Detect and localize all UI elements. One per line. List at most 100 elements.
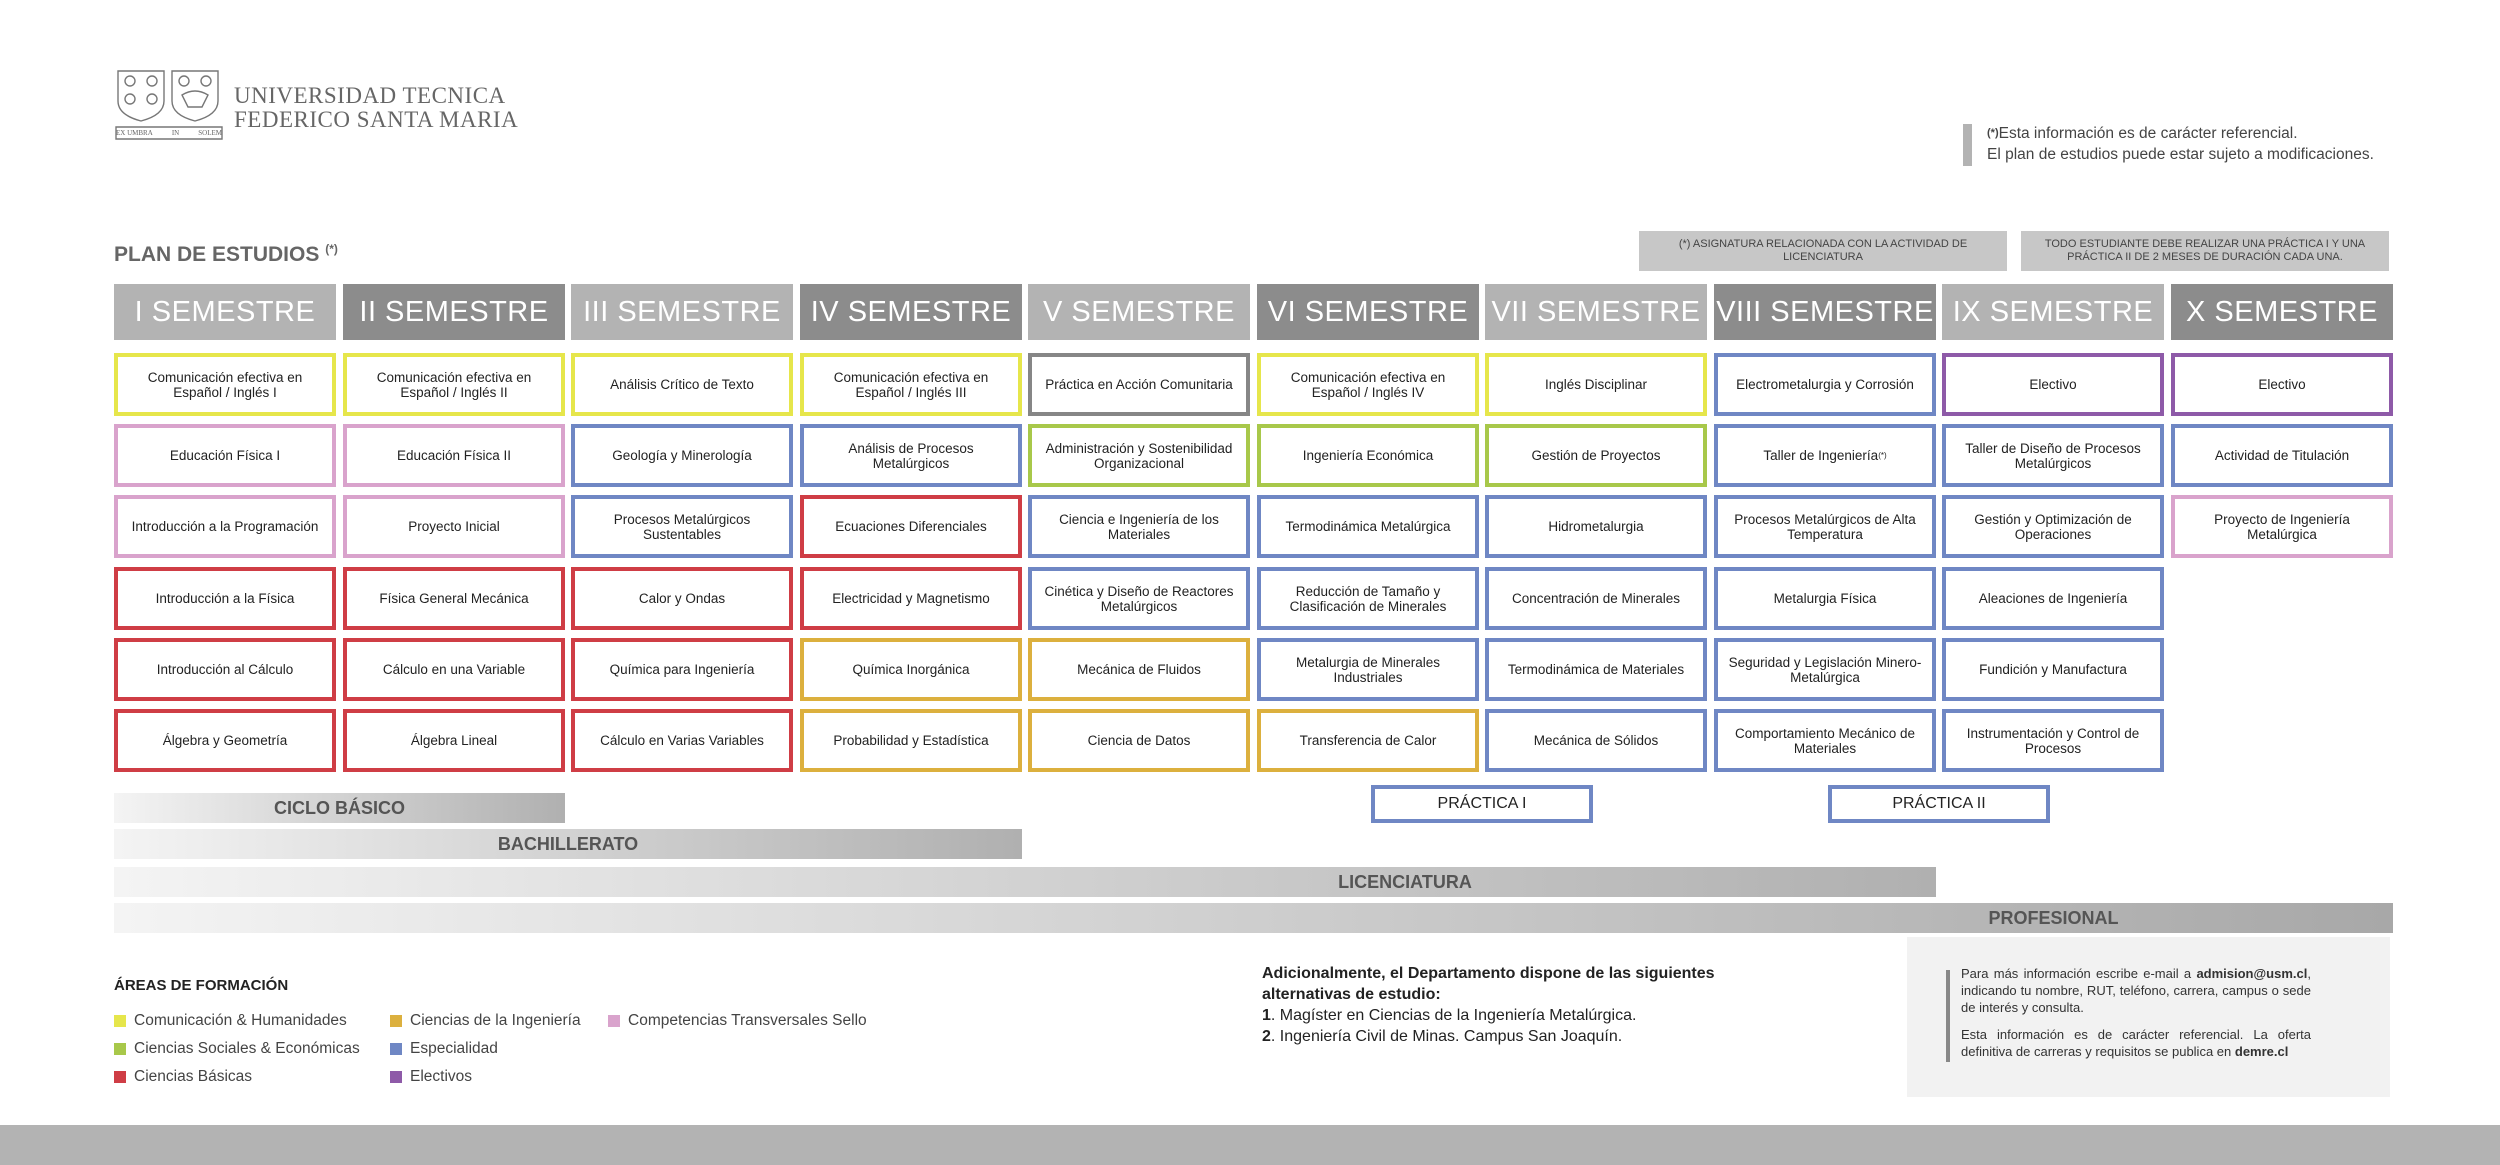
course-name: Fundición y Manufactura (1979, 662, 2127, 677)
course-name: Análisis Crítico de Texto (610, 377, 754, 392)
course-name: Química para Ingeniería (609, 662, 755, 677)
course-s8-4: Metalurgia Física (1714, 567, 1936, 630)
semester-header-8: VIII SEMESTRE (1714, 284, 1936, 340)
course-s4-5: Química Inorgánica (800, 638, 1022, 701)
semester-header-9: IX SEMESTRE (1942, 284, 2164, 340)
course-s4-3: Ecuaciones Diferenciales (800, 495, 1022, 558)
course-name: Transferencia de Calor (1299, 733, 1437, 748)
usm-logo (115, 70, 223, 140)
course-name: Termodinámica Metalúrgica (1285, 519, 1451, 534)
contact-paragraph-1: Para más información escribe e-mail a ad… (1961, 965, 2311, 1016)
contact-email-link[interactable]: admision@usm.cl (2196, 966, 2308, 981)
course-name: Metalurgia de Minerales Industriales (1295, 654, 1441, 685)
plan-title-mark: (*) (325, 242, 338, 256)
course-s9-1: Electivo (1942, 353, 2164, 416)
course-name: Procesos Metalúrgicos de Alta Temperatur… (1734, 511, 1916, 542)
course-name: Administración y Sostenibilidad Organiza… (1045, 440, 1233, 471)
additional-heading: Adicionalmente, el Departamento dispone … (1262, 965, 1715, 1003)
additional-alternatives: Adicionalmente, el Departamento dispone … (1262, 963, 1782, 1047)
course-name: Taller de Ingeniería (1763, 448, 1879, 463)
semester-header-10: X SEMESTRE (2171, 284, 2393, 340)
course-s5-4: Cinética y Diseño de Reactores Metalúrgi… (1028, 567, 1250, 630)
course-name: Proyecto de Ingeniería Metalúrgica (2214, 511, 2350, 542)
course-s7-6: Mecánica de Sólidos (1485, 709, 1707, 772)
university-line2: FEDERICO SANTA MARIA (234, 107, 519, 132)
course-name: Inglés Disciplinar (1544, 377, 1648, 392)
course-name: Química Inorgánica (852, 662, 970, 677)
course-name: Instrumentación y Control de Procesos (1966, 725, 2140, 756)
course-name: Electivo (2258, 377, 2306, 392)
semester-header-2: II SEMESTRE (343, 284, 565, 340)
course-s6-6: Transferencia de Calor (1257, 709, 1479, 772)
course-s8-6: Comportamiento Mecánico de Materiales (1714, 709, 1936, 772)
course-name: Cálculo en Varias Variables (600, 733, 764, 748)
course-s9-4: Aleaciones de Ingeniería (1942, 567, 2164, 630)
legend-swatch (114, 1071, 126, 1083)
semester-header-7: VII SEMESTRE (1485, 284, 1707, 340)
course-name: Ciencia de Datos (1087, 733, 1191, 748)
course-s4-2: Análisis de Procesos Metalúrgicos (800, 424, 1022, 487)
additional-item-1-text: Magíster en Ciencias de la Ingeniería Me… (1279, 1007, 1637, 1024)
demre-link[interactable]: demre.cl (2234, 1044, 2289, 1059)
course-name: Educación Física I (169, 448, 281, 463)
course-s5-3: Ciencia e Ingeniería de los Materiales (1028, 495, 1250, 558)
course-name: Reducción de Tamaño y Clasificación de M… (1289, 583, 1447, 614)
course-name: Análisis de Procesos Metalúrgicos (848, 440, 974, 471)
course-name: Álgebra y Geometría (162, 733, 288, 748)
course-s2-4: Física General Mecánica (343, 567, 565, 630)
stage-bachillerato-label: BACHILLERATO (497, 833, 639, 854)
course-name: Proyecto Inicial (408, 519, 500, 534)
course-s1-6: Álgebra y Geometría (114, 709, 336, 772)
course-name: Gestión y Optimización de Operaciones (1974, 511, 2132, 542)
course-name: Cálculo en una Variable (382, 662, 526, 677)
course-s6-4: Reducción de Tamaño y Clasificación de M… (1257, 567, 1479, 630)
course-s9-2: Taller de Diseño de Procesos Metalúrgico… (1942, 424, 2164, 487)
course-s3-3: Procesos Metalúrgicos Sustentables (571, 495, 793, 558)
course-s5-5: Mecánica de Fluidos (1028, 638, 1250, 701)
course-name: Actividad de Titulación (2214, 448, 2350, 463)
course-name: Geología y Minerología (612, 448, 752, 463)
course-s4-6: Probabilidad y Estadística (800, 709, 1022, 772)
motto-left: EX UMBRA (116, 129, 153, 137)
course-name: Electivo (2029, 377, 2077, 392)
course-s1-2: Educación Física I (114, 424, 336, 487)
areas-title: ÁREAS DE FORMACIÓN (114, 977, 289, 994)
course-name: Electrometalurgia y Corrosión (1736, 377, 1914, 392)
course-name: Comunicación efectiva en Español / Inglé… (147, 369, 303, 400)
course-s6-5: Metalurgia de Minerales Industriales (1257, 638, 1479, 701)
course-s8-5: Seguridad y Legislación Minero-Metalúrgi… (1714, 638, 1936, 701)
legend-label: Ciencias de la Ingeniería (410, 1012, 581, 1029)
legend-label: Competencias Transversales Sello (628, 1012, 867, 1029)
course-name: Mecánica de Sólidos (1533, 733, 1659, 748)
course-name: Mecánica de Fluidos (1077, 662, 1201, 677)
course-s8-3: Procesos Metalúrgicos de Alta Temperatur… (1714, 495, 1936, 558)
contact-text: Para más información escribe e-mail a ad… (1961, 965, 2311, 1060)
course-s5-1: Práctica en Acción Comunitaria (1028, 353, 1250, 416)
stage-profesional: PROFESIONAL (114, 903, 2393, 933)
additional-item-2-num: 2 (1262, 1028, 1271, 1045)
course-name: Probabilidad y Estadística (833, 733, 989, 748)
course-name: Cinética y Diseño de Reactores Metalúrgi… (1044, 583, 1234, 614)
additional-item-2-text: Ingeniería Civil de Minas. Campus San Jo… (1279, 1028, 1623, 1045)
course-name: Ingeniería Económica (1302, 448, 1434, 463)
legend-label: Electivos (410, 1068, 473, 1085)
course-name: Física General Mecánica (379, 591, 529, 606)
course-s10-1: Electivo (2171, 353, 2393, 416)
stage-profesional-label: PROFESIONAL (1988, 907, 2119, 928)
course-s1-5: Introducción al Cálculo (114, 638, 336, 701)
course-s10-3: Proyecto de Ingeniería Metalúrgica (2171, 495, 2393, 558)
disclaimer-line1: Esta información es de carácter referenc… (1998, 125, 2298, 142)
course-s3-5: Química para Ingeniería (571, 638, 793, 701)
logo-motto: EX UMBRA IN SOLEM (116, 129, 222, 137)
legend-label: Ciencias Básicas (134, 1068, 253, 1085)
course-s6-2: Ingeniería Económica (1257, 424, 1479, 487)
contact-box (1907, 937, 2390, 1097)
course-s5-2: Administración y Sostenibilidad Organiza… (1028, 424, 1250, 487)
stage-licenciatura: LICENCIATURA (114, 867, 1936, 897)
course-s7-5: Termodinámica de Materiales (1485, 638, 1707, 701)
course-s9-5: Fundición y Manufactura (1942, 638, 2164, 701)
legend-item: Especialidad (390, 1040, 498, 1058)
disclaimer: (*)Esta información es de carácter refer… (1987, 123, 2374, 165)
semester-header-6: VI SEMESTRE (1257, 284, 1479, 340)
course-name: Práctica en Acción Comunitaria (1045, 377, 1233, 392)
